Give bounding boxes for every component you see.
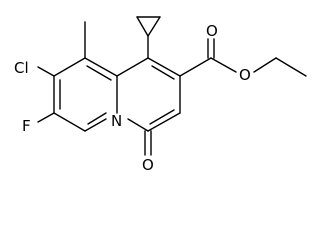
ring-carbonyl — [144, 130, 152, 156]
carbonyl-oxygen-atom-label: O — [206, 22, 218, 40]
fluorine-atom-label: F — [22, 117, 31, 135]
pyridone-ring — [116, 57, 181, 132]
molecule-drawing: Cl F N O O O — [14, 16, 307, 174]
ring-oxygen-atom-label: O — [142, 156, 154, 174]
cyclopropyl-group — [136, 16, 161, 59]
nitrogen-atom-label: N — [111, 112, 122, 130]
ester-oxygen-atom-label: O — [239, 66, 251, 84]
fluoro-bond — [37, 112, 55, 123]
chlorine-atom-label: Cl — [14, 59, 29, 77]
chloro-bond — [37, 66, 55, 77]
ester-group — [179, 38, 307, 77]
left-ring — [53, 57, 118, 132]
structure-diagram: Cl F N O O O — [14, 16, 307, 174]
